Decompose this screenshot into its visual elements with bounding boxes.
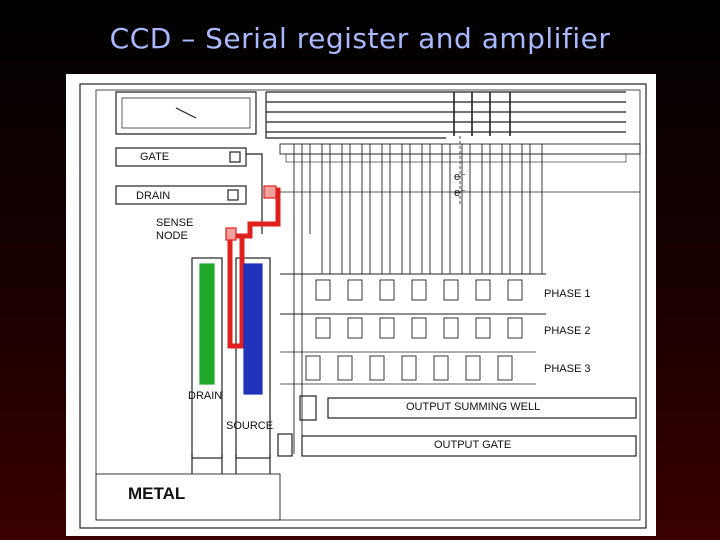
register-electrodes xyxy=(279,143,641,454)
drain-strip xyxy=(199,263,215,385)
clock-bus-lines xyxy=(453,92,511,204)
phase2-cells xyxy=(315,317,523,339)
output-gate-contact xyxy=(277,433,293,457)
gate-bar xyxy=(115,147,247,167)
sense-node-label-1: SENSE xyxy=(156,217,194,229)
sense-node-gate-contact xyxy=(225,227,237,241)
source-strip xyxy=(243,263,263,395)
source-channel-frame xyxy=(235,257,271,459)
output-gate-label: OUTPUT GATE xyxy=(434,439,512,451)
electron-label-1: e⁻ xyxy=(454,171,466,183)
top-gate-inner xyxy=(121,97,251,129)
gate-label: GATE xyxy=(140,151,170,163)
drain-top-label: DRAIN xyxy=(136,190,171,202)
drain-channel-frame xyxy=(191,257,223,459)
phase1-label: PHASE 1 xyxy=(544,288,591,300)
output-summing-well-label: OUTPUT SUMMING WELL xyxy=(406,401,541,413)
metal-region xyxy=(95,473,281,521)
inner-frame xyxy=(95,89,641,521)
source-label: SOURCE xyxy=(226,420,274,432)
sense-node-contact xyxy=(263,185,277,199)
sense-node-label-2: NODE xyxy=(156,230,188,242)
phase1-cells xyxy=(315,279,523,301)
top-gate-block xyxy=(115,91,257,135)
gate-wire xyxy=(246,153,263,234)
phase3-label: PHASE 3 xyxy=(544,363,591,375)
ccd-diagram: GATE DRAIN SENSE NODE DRAIN SOURCE PHASE… xyxy=(66,74,656,536)
output-gate-bar xyxy=(301,435,637,457)
phase3-cells xyxy=(305,355,513,381)
output-summing-well-bar xyxy=(327,397,637,419)
top-gate-mark xyxy=(175,107,197,119)
summing-well-contact xyxy=(299,395,317,421)
phase2-label: PHASE 2 xyxy=(544,325,591,337)
drain-bar-top xyxy=(115,185,247,205)
gate-contact xyxy=(229,151,241,163)
slide-title: CCD – Serial register and amplifier xyxy=(109,22,611,55)
metal-label: METAL xyxy=(128,484,186,503)
drain-bottom-label: DRAIN xyxy=(188,390,223,402)
electron-label-2: e⁻ xyxy=(454,187,466,199)
outer-frame xyxy=(79,83,647,529)
top-connector xyxy=(265,92,446,139)
drain-contact-top xyxy=(227,189,239,201)
sense-node-path xyxy=(227,187,281,349)
ccd-layout-drawing xyxy=(79,83,647,529)
